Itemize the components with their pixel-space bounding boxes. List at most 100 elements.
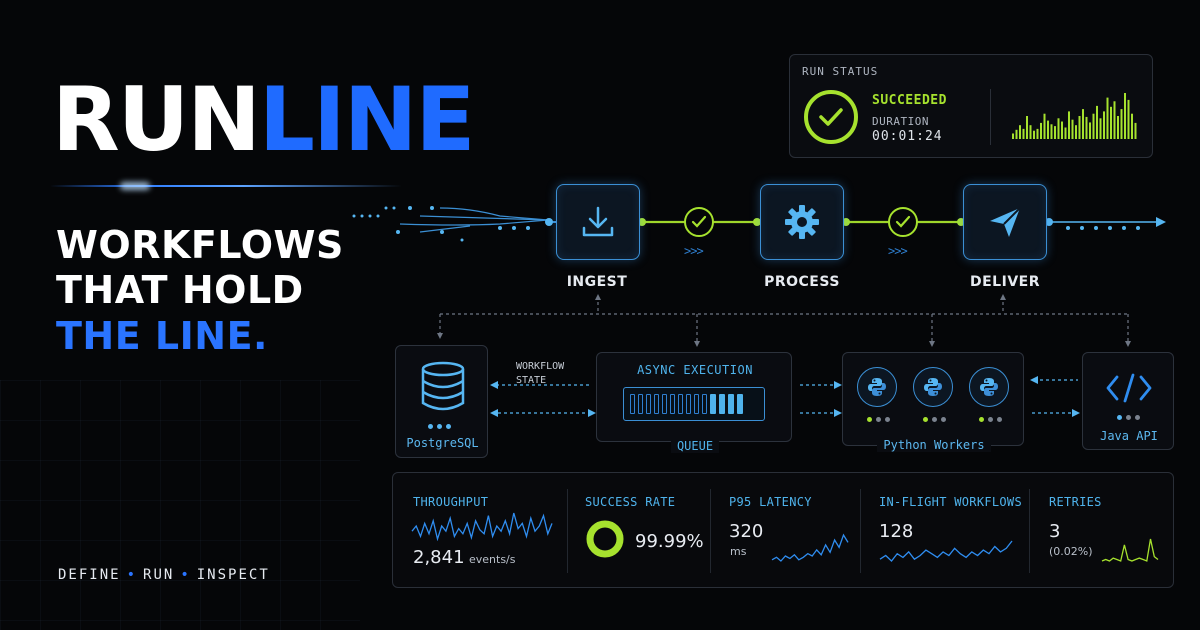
tagline-line-3: THE LINE.: [56, 314, 268, 358]
activity-bar: [1082, 109, 1084, 139]
brand-underline-glow: [120, 182, 150, 190]
run-status-state: SUCCEEDED: [872, 93, 947, 108]
java-api-label: Java API: [1100, 429, 1158, 443]
success-check-icon: [804, 90, 858, 144]
activity-bar: [1036, 128, 1039, 139]
flow-chevrons: >>>: [888, 244, 908, 258]
footer-dot: •: [126, 567, 138, 583]
python-workers-label-wrap: Python Workers: [843, 438, 1025, 452]
retries-sparkline: [1101, 538, 1159, 562]
activity-bar: [1043, 113, 1046, 139]
metrics-panel: THROUGHPUT 2,841 events/s SUCCESS RATE 9…: [392, 472, 1174, 588]
ingest-stage[interactable]: [556, 184, 640, 260]
queue-slot: [719, 394, 725, 414]
inflight-sparkline: [879, 540, 1013, 562]
metric-divider: [710, 489, 711, 573]
activity-bar: [1092, 113, 1095, 139]
activity-bar: [1131, 113, 1133, 139]
python-workers-component[interactable]: Python Workers: [842, 352, 1024, 452]
p95-latency-unit: ms: [730, 545, 747, 558]
activity-bar: [1061, 121, 1063, 139]
p95-latency-title: P95 LATENCY: [729, 495, 812, 509]
throughput-unit: events/s: [469, 553, 516, 566]
workflow-state-label: WORKFLOW STATE: [516, 361, 565, 386]
status-divider: [990, 89, 991, 145]
activity-bar: [1022, 128, 1025, 139]
python-workers-label: Python Workers: [877, 438, 991, 452]
activity-bar: [1029, 125, 1032, 139]
activity-bar: [1026, 116, 1028, 139]
footer-run: RUN: [143, 567, 175, 583]
python-icon: [913, 367, 953, 407]
control-bus: [439, 296, 1129, 344]
activity-bar: [1096, 105, 1098, 139]
success-rate-value: 99.99%: [635, 531, 704, 552]
async-execution-component[interactable]: ASYNC EXECUTION QUEUE: [596, 352, 792, 453]
status-dots: [923, 417, 946, 422]
incoming-dots: [352, 206, 530, 242]
duration-label: DURATION: [872, 115, 929, 128]
deliver-stage[interactable]: [963, 184, 1047, 260]
activity-sparkbars: [1012, 93, 1137, 139]
queue-bar: [623, 387, 765, 421]
status-dots: [867, 417, 890, 422]
queue-slot: [686, 394, 691, 414]
activity-bar: [1033, 130, 1035, 139]
activity-bar: [1106, 97, 1109, 139]
retries-value: 3: [1049, 521, 1061, 542]
python-icon: [969, 367, 1009, 407]
deliver-label: DELIVER: [970, 274, 1040, 290]
pipeline-diagram: [352, 206, 1166, 417]
send-icon: [990, 207, 1021, 237]
p95-latency-value: 320: [729, 521, 764, 542]
gear-icon: [785, 205, 819, 239]
process-label: PROCESS: [764, 274, 840, 290]
tagline-line-2: THAT HOLD: [56, 268, 304, 312]
activity-bar: [1127, 99, 1130, 139]
process-stage[interactable]: [760, 184, 844, 260]
activity-bar: [1099, 118, 1102, 139]
retries-title: RETRIES: [1049, 495, 1102, 509]
postgresql-label: PostgreSQL: [406, 436, 479, 450]
background-grid: [0, 380, 360, 630]
flow-chevrons: >>>: [684, 244, 704, 258]
footer-dot: •: [180, 567, 191, 583]
postgresql-component[interactable]: PostgreSQL: [395, 345, 488, 458]
activity-bar: [1012, 133, 1014, 139]
activity-bar: [1019, 125, 1021, 139]
queue-slot: [630, 394, 635, 414]
activity-bar: [1071, 119, 1074, 139]
latency-sparkline: [771, 533, 849, 562]
queue-slot: [662, 394, 667, 414]
retries-percent: (0.02%): [1049, 545, 1093, 558]
queue-slot: [678, 394, 683, 414]
queue-slot: [646, 394, 651, 414]
java-api-component[interactable]: Java API: [1082, 352, 1174, 450]
queue-slot: [737, 394, 743, 414]
queue-label-wrap: QUEUE: [597, 435, 793, 454]
activity-bar: [1120, 109, 1123, 139]
activity-bar: [1040, 122, 1042, 139]
python-icon: [857, 367, 897, 407]
activity-bar: [1078, 116, 1081, 139]
activity-bar: [1054, 126, 1056, 139]
activity-bar: [1124, 93, 1126, 139]
run-status-card: RUN STATUS SUCCEEDED DURATION 00:01:24: [789, 54, 1153, 158]
download-icon: [582, 206, 614, 237]
activity-bar: [1015, 129, 1018, 139]
throughput-sparkline: [411, 512, 553, 541]
activity-bar: [1113, 101, 1116, 139]
metric-divider: [860, 489, 861, 573]
activity-bar: [1068, 111, 1070, 139]
activity-bar: [1110, 106, 1112, 139]
code-icon: [1106, 373, 1152, 403]
sparkline-path: [771, 533, 849, 562]
outgoing-dots: [1066, 226, 1140, 230]
activity-bar: [1064, 127, 1067, 139]
sparkline-path: [879, 540, 1013, 562]
tagline-line-1: WORKFLOWS: [56, 223, 344, 267]
status-dots: [979, 417, 1002, 422]
activity-bar: [1134, 122, 1137, 139]
throughput-title: THROUGHPUT: [413, 495, 489, 509]
queue-slot: [694, 394, 699, 414]
